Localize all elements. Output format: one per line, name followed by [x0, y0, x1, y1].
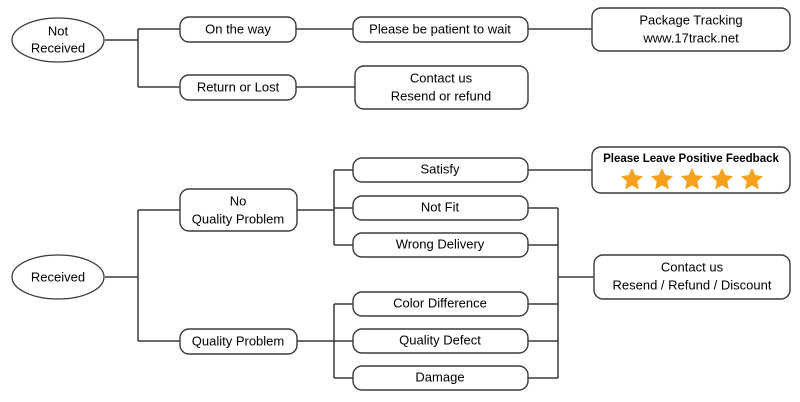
star-icon[interactable]	[741, 168, 763, 190]
node-no-quality-problem[interactable]: No Quality Problem	[179, 188, 298, 232]
node-package-tracking[interactable]: Package Tracking www.17track.net	[591, 7, 791, 52]
please-be-patient-box	[352, 16, 529, 43]
node-not-received[interactable]: Not Received	[11, 17, 105, 63]
node-return-or-lost[interactable]: Return or Lost	[179, 74, 297, 101]
on-the-way-label: On the way	[205, 21, 271, 36]
package-tracking-label-line1: Package Tracking	[639, 12, 742, 27]
node-color-difference[interactable]: Color Difference	[352, 291, 529, 317]
node-positive-feedback[interactable]: Please Leave Positive Feedback	[591, 146, 791, 194]
contact-discount-box	[593, 254, 791, 300]
not-received-label-line2: Received	[31, 40, 85, 55]
please-be-patient-label: Please be patient to wait	[369, 21, 511, 36]
node-contact-us-resend-refund[interactable]: Contact us Resend or refund	[354, 65, 529, 110]
node-quality-problem[interactable]: Quality Problem	[179, 328, 298, 355]
star-icon[interactable]	[681, 168, 703, 190]
star-icon[interactable]	[711, 168, 733, 190]
contact-us-label-line1: Contact us	[410, 70, 473, 85]
star-icon[interactable]	[621, 168, 643, 190]
star-icon[interactable]	[651, 168, 673, 190]
no-quality-problem-box	[179, 188, 298, 232]
quality-defect-label: Quality Defect	[399, 332, 481, 347]
quality-problem-box	[179, 328, 298, 355]
no-quality-problem-label-line2: Quality Problem	[192, 211, 284, 226]
connectors-received	[105, 169, 594, 379]
contact-us-resend-refund-box	[354, 65, 529, 110]
satisfy-label: Satisfy	[420, 161, 460, 176]
package-tracking-box	[591, 7, 791, 52]
no-quality-problem-label-line1: No	[230, 193, 247, 208]
not-fit-box	[352, 195, 529, 221]
node-please-be-patient[interactable]: Please be patient to wait	[352, 16, 529, 43]
node-not-fit[interactable]: Not Fit	[352, 195, 529, 221]
received-label: Received	[31, 269, 85, 284]
damage-box	[352, 365, 529, 391]
not-fit-label: Not Fit	[421, 199, 460, 214]
node-wrong-delivery[interactable]: Wrong Delivery	[352, 232, 529, 258]
not-received-label-line1: Not	[48, 23, 69, 38]
positive-feedback-title: Please Leave Positive Feedback	[603, 153, 779, 165]
received-ellipse	[11, 254, 105, 300]
damage-label: Damage	[415, 369, 464, 384]
quality-defect-box	[352, 328, 529, 354]
not-received-ellipse	[11, 17, 105, 63]
quality-problem-label: Quality Problem	[192, 333, 284, 348]
on-the-way-box	[179, 16, 297, 43]
connectors-not-received	[105, 28, 592, 88]
star-rating[interactable]	[621, 168, 763, 190]
contact-us-label-line2: Resend or refund	[391, 88, 491, 103]
return-or-lost-label: Return or Lost	[197, 79, 280, 94]
node-satisfy[interactable]: Satisfy	[352, 157, 529, 183]
positive-feedback-box	[591, 146, 791, 194]
color-difference-box	[352, 291, 529, 317]
node-contact-us-resend-refund-discount[interactable]: Contact us Resend / Refund / Discount	[593, 254, 791, 300]
node-quality-defect[interactable]: Quality Defect	[352, 328, 529, 354]
node-damage[interactable]: Damage	[352, 365, 529, 391]
contact-discount-label-line1: Contact us	[661, 259, 724, 274]
node-on-the-way[interactable]: On the way	[179, 16, 297, 43]
node-received[interactable]: Received	[11, 254, 105, 300]
color-difference-label: Color Difference	[393, 295, 487, 310]
return-or-lost-box	[179, 74, 297, 101]
wrong-delivery-box	[352, 232, 529, 258]
contact-discount-label-line2: Resend / Refund / Discount	[613, 277, 772, 292]
package-tracking-label-line2: www.17track.net	[642, 30, 739, 45]
wrong-delivery-label: Wrong Delivery	[396, 236, 485, 251]
satisfy-box	[352, 157, 529, 183]
